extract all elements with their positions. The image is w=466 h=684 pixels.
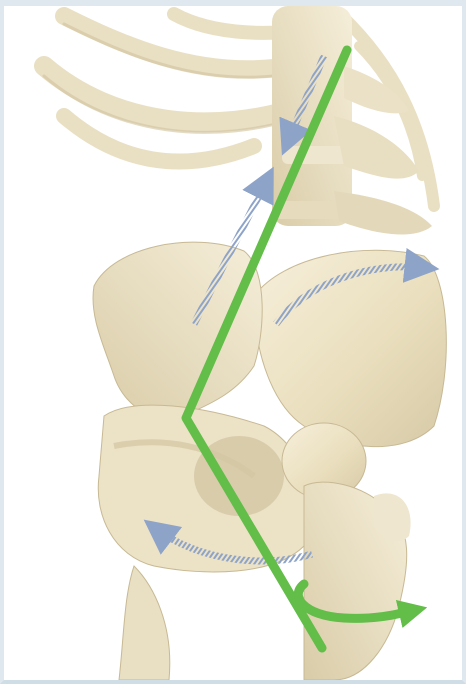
skeleton-illustration <box>4 6 462 680</box>
